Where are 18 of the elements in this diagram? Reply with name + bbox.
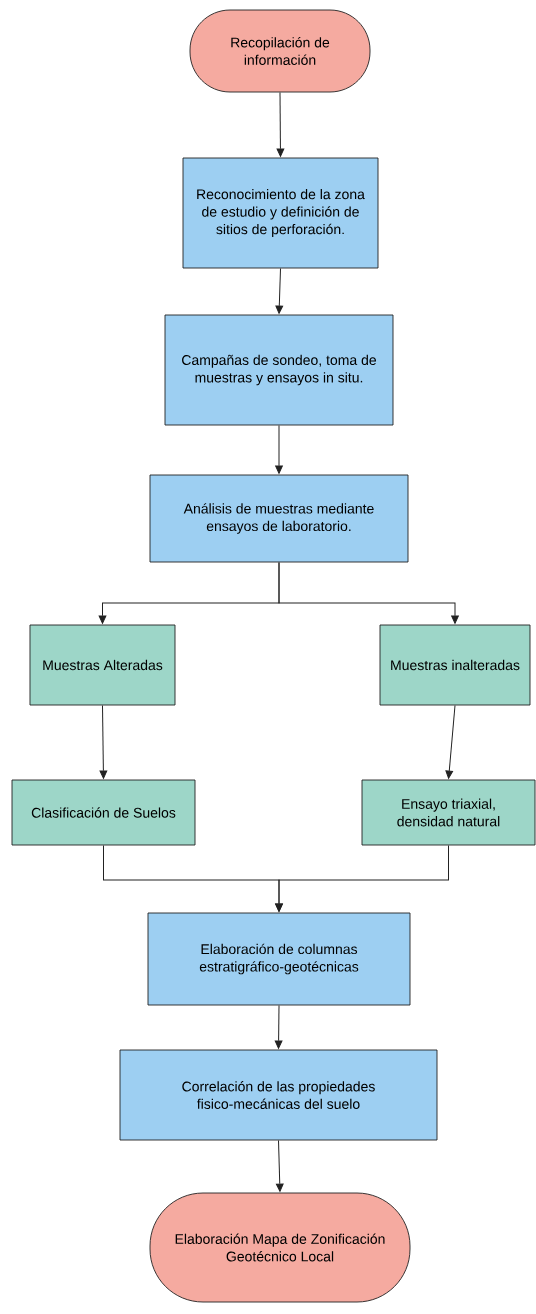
process-box: Clasificación de Suelos	[11, 779, 196, 846]
process-box: Campañas de sondeo, toma de muestras y ensayos in situ.	[164, 314, 394, 426]
process-box: Muestras Alteradas	[29, 624, 176, 706]
arrow	[275, 424, 283, 474]
arrow	[276, 91, 285, 157]
process-box: Reconocimiento de la zona de estudio y definición de sitios de perforación.	[182, 157, 379, 269]
arrow	[274, 1004, 283, 1049]
process-box: Correlación de las propiedades fisico-mecánicas del suelo	[119, 1049, 438, 1141]
arrow	[275, 844, 449, 912]
process-box: Ensayo triaxial, densidad natural	[361, 779, 536, 846]
arrow	[99, 704, 108, 779]
process-box: Elaboración de columnas estratigráfico-geotécnicas	[147, 912, 411, 1006]
arrow	[275, 1139, 284, 1192]
arrow	[445, 704, 456, 779]
arrow	[275, 267, 284, 314]
arrow	[278, 561, 459, 624]
process-box: Análisis de muestras mediante ensayos de laboratorio.	[149, 474, 409, 563]
process-box: Muestras inalteradas	[379, 624, 531, 706]
